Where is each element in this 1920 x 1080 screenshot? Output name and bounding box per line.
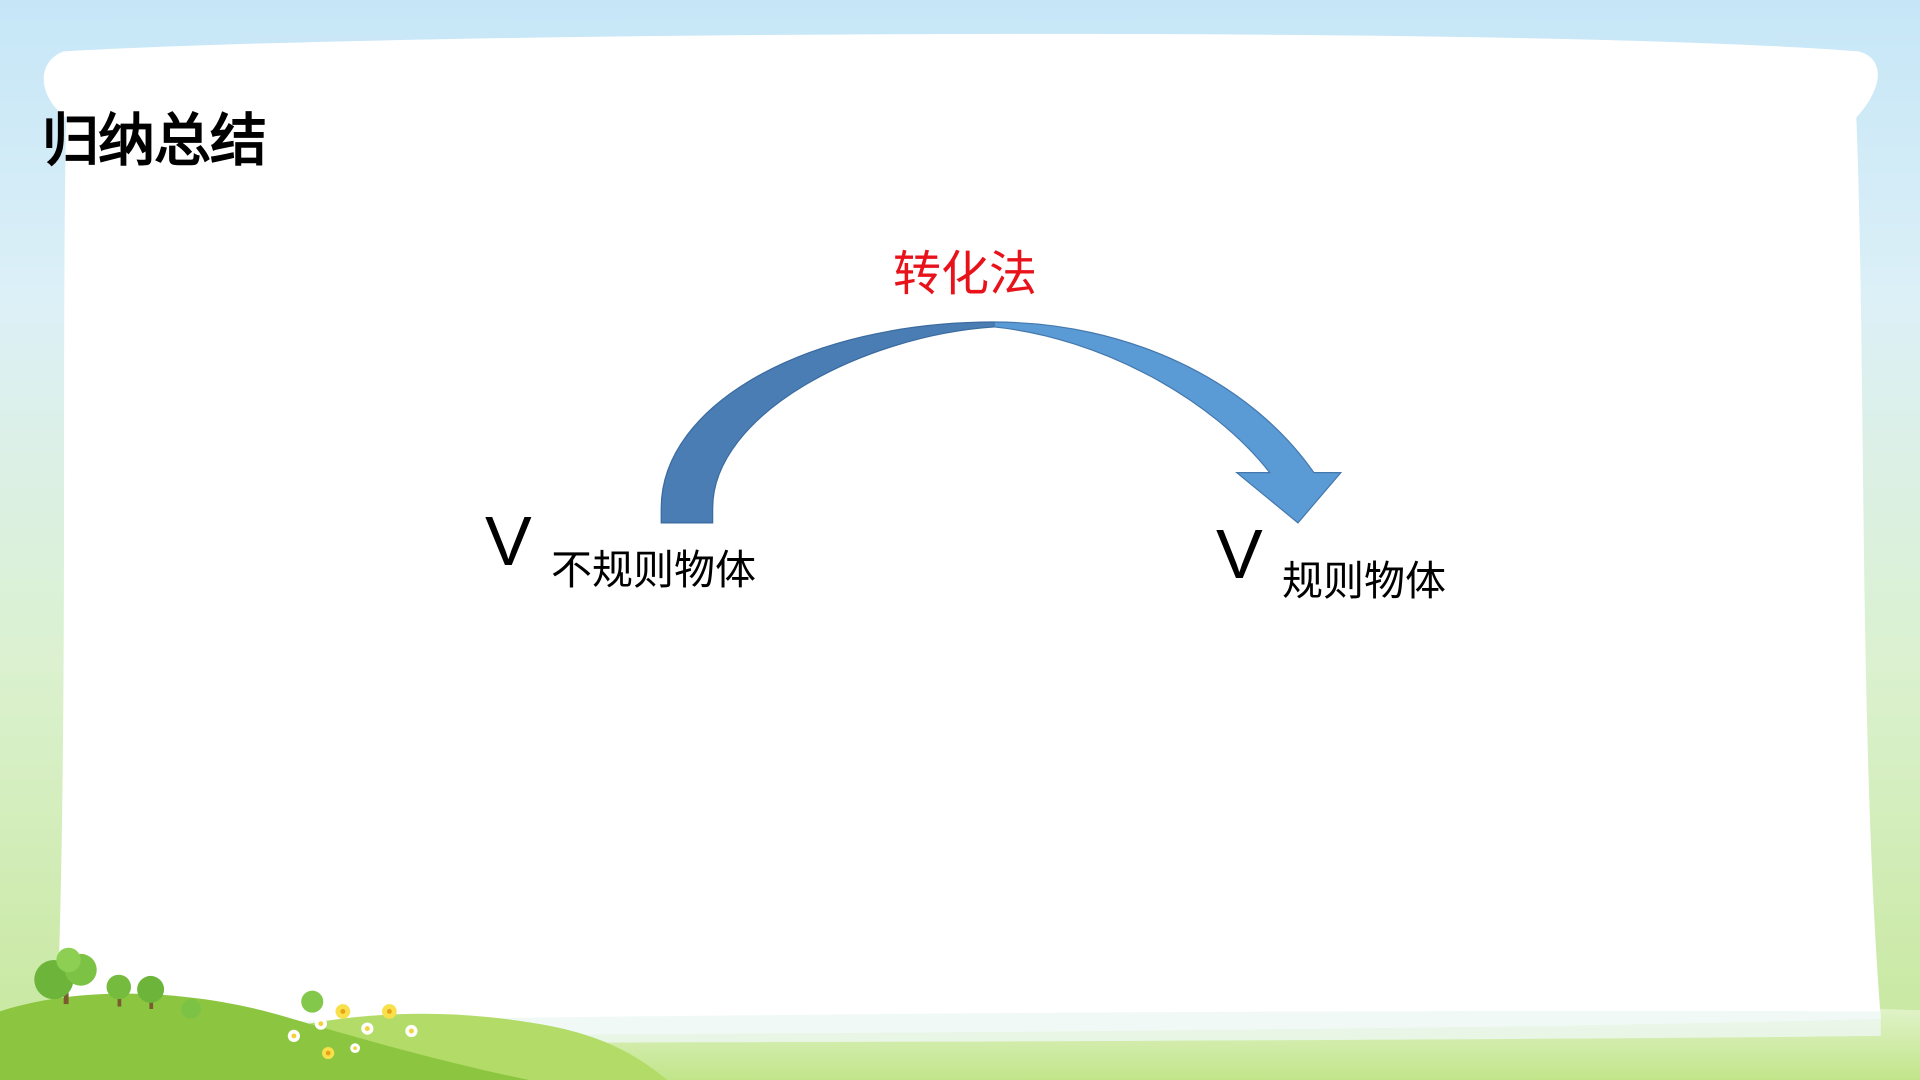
hill-front [0,993,529,1080]
trees [34,947,324,1019]
arrow-band-right-with-head [993,321,1343,524]
slide-title: 归纳总结 [42,108,267,174]
conversion-arrow [660,321,1343,524]
volume-subscript-left: 不规则物体 [551,546,756,594]
volume-symbol-right: V [1216,515,1263,593]
flowers [287,1004,418,1060]
volume-subscript-right: 规则物体 [1282,557,1446,605]
volume-symbol-left: V [485,502,532,580]
content-card [43,33,1881,1036]
method-label: 转化法 [893,246,1038,302]
